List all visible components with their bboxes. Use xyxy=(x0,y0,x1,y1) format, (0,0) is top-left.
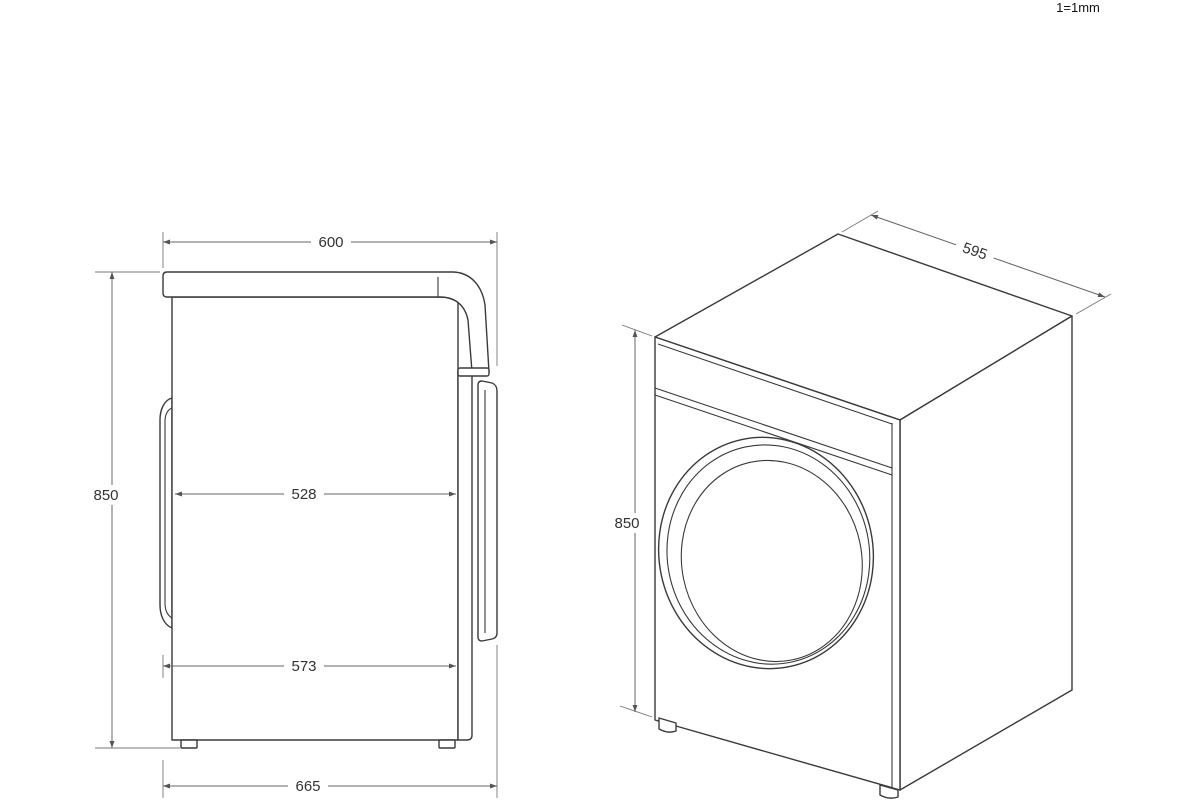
side-worktop xyxy=(162,271,490,373)
dim-label-height-side: 850 xyxy=(93,487,118,504)
side-back-bulge-inner xyxy=(164,407,173,619)
dim-label-inner-depth: 528 xyxy=(291,486,316,503)
ext-595-left xyxy=(841,210,879,233)
dim-label-body-depth: 573 xyxy=(291,658,316,675)
side-foot-rear xyxy=(180,739,198,749)
dim-label-overall-depth: 665 xyxy=(295,778,320,795)
iso-door-glass xyxy=(680,459,863,663)
dim-573-bg xyxy=(284,656,324,676)
ext-595-right xyxy=(1075,293,1112,315)
iso-foot-left xyxy=(658,717,677,733)
perspective-view: 850 595 xyxy=(607,210,1112,799)
dim-850-iso-bg xyxy=(607,513,647,533)
dim-600-bg xyxy=(311,232,351,252)
dim-595-bg xyxy=(952,234,998,268)
side-fascia xyxy=(457,367,490,377)
dim-label-height-iso: 850 xyxy=(614,515,639,532)
side-front-frame xyxy=(457,371,473,741)
dim-528-bg xyxy=(284,484,324,504)
iso-door-rim xyxy=(666,444,871,665)
iso-foot-right xyxy=(879,784,899,799)
dim-595-label-group: 595 xyxy=(952,234,998,268)
ext-850-iso-bottom xyxy=(619,705,653,718)
dim-665-bg xyxy=(288,776,328,796)
dim-label-width-iso: 595 xyxy=(960,239,989,263)
dim-label-width-top: 600 xyxy=(318,234,343,251)
iso-top-edge-inner xyxy=(657,343,893,425)
side-door-bulge xyxy=(477,380,498,642)
ext-850-iso-top xyxy=(621,324,653,337)
side-foot-front xyxy=(438,739,456,749)
iso-panel-line-lower xyxy=(654,394,893,476)
iso-panel-line-upper xyxy=(654,387,893,469)
scale-note: 1=1mm xyxy=(1056,0,1100,15)
dim-850-side-bg xyxy=(87,485,125,505)
side-view: 600 850 528 573 665 xyxy=(87,232,498,798)
iso-door-outer-ring xyxy=(657,436,875,670)
side-back-bulge xyxy=(159,397,173,629)
iso-door xyxy=(657,436,875,670)
